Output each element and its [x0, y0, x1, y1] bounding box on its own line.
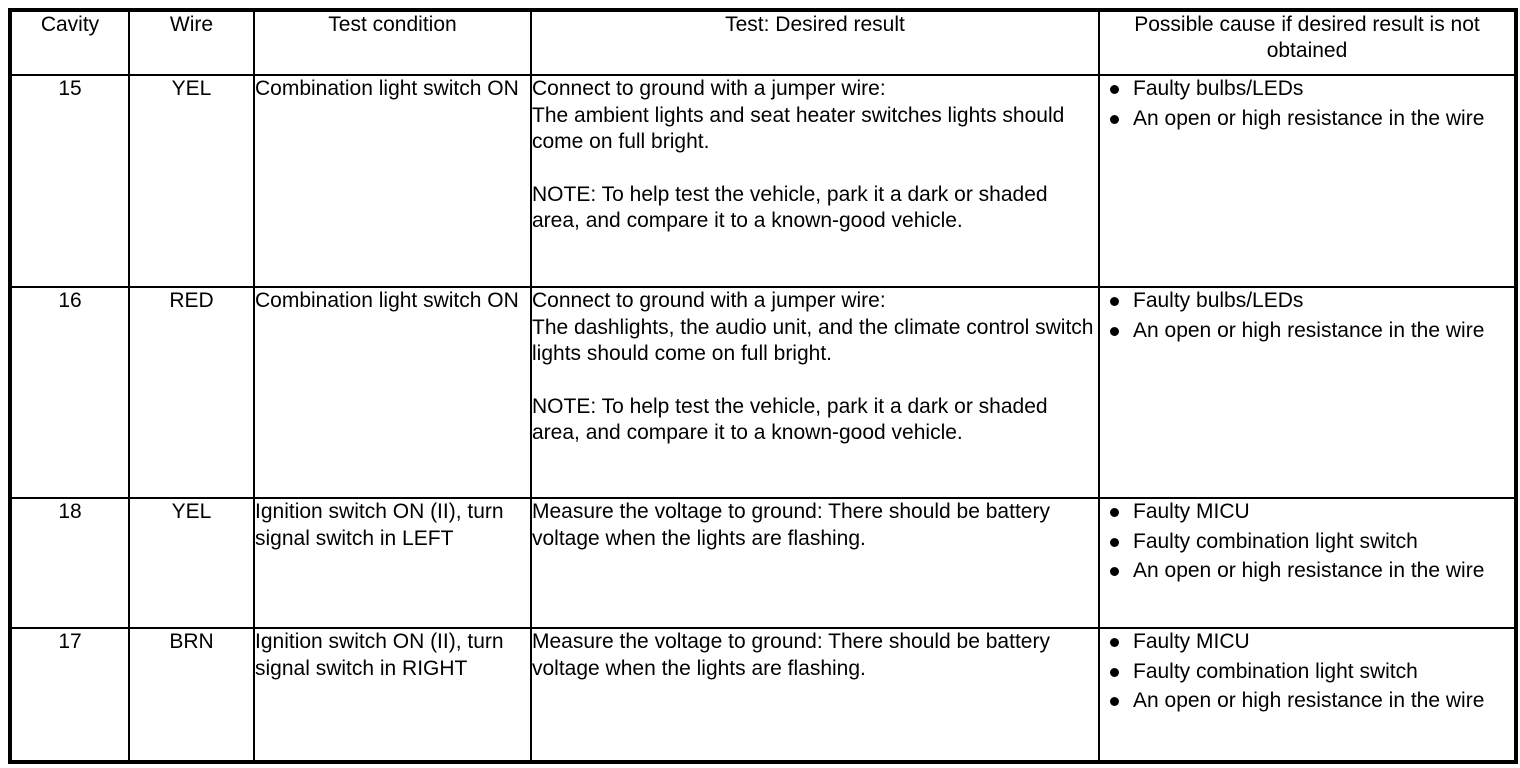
table-row: 17 BRN Ignition switch ON (II), turn sig… [9, 627, 1517, 763]
test-result-line-1: Measure the voltage to ground: There sho… [532, 500, 1050, 550]
list-item-label: Faulty MICU [1133, 630, 1250, 653]
list-item: An open or high resistance in the wire [1100, 318, 1514, 345]
bullet-icon [1110, 697, 1119, 706]
cell-test-desired-result: Connect to ground with a jumper wire: Th… [530, 286, 1100, 499]
paragraph-spacer [532, 156, 1098, 182]
cause-list: Faulty MICU Faulty combination light swi… [1100, 629, 1514, 715]
list-item: Faulty combination light switch [1100, 529, 1514, 556]
test-result-note: NOTE: To help test the vehicle, park it … [532, 394, 1048, 445]
cause-list: Faulty bulbs/LEDs An open or high resist… [1100, 288, 1514, 344]
bullet-icon [1110, 114, 1119, 124]
bullet-icon [1110, 537, 1119, 547]
column-header-wire: Wire [128, 9, 255, 76]
cell-wire: YEL [128, 74, 255, 288]
column-header-cavity: Cavity [9, 9, 130, 76]
cell-cavity: 17 [9, 627, 130, 763]
test-result-line-2: The dashlights, the audio unit, and the … [532, 315, 1094, 366]
cell-test-desired-result: Connect to ground with a jumper wire: Th… [530, 74, 1100, 288]
list-item: An open or high resistance in the wire [1100, 688, 1514, 715]
cause-list: Faulty bulbs/LEDs An open or high resist… [1100, 76, 1514, 132]
list-item: Faulty MICU [1100, 499, 1514, 526]
cell-test-condition: Combination light switch ON [253, 286, 532, 499]
table-header: Cavity Wire Test condition Test: Desired… [9, 9, 1517, 76]
test-result-line-1: Measure the voltage to ground: There sho… [532, 630, 1050, 680]
bullet-icon [1110, 297, 1119, 306]
table-row: 16 RED Combination light switch ON Conne… [9, 286, 1517, 499]
column-header-test-condition: Test condition [253, 9, 532, 76]
bullet-icon [1110, 508, 1119, 517]
list-item: An open or high resistance in the wire [1100, 558, 1514, 585]
list-item-label: An open or high resistance in the wire [1133, 689, 1485, 712]
column-header-possible-cause: Possible cause if desired result is not … [1098, 9, 1517, 76]
list-item-label: Faulty MICU [1133, 500, 1250, 523]
list-item: Faulty bulbs/LEDs [1100, 76, 1514, 103]
cell-cavity: 15 [9, 74, 130, 288]
cell-possible-cause: Faulty MICU Faulty combination light swi… [1098, 627, 1517, 763]
cell-wire: YEL [128, 497, 255, 629]
header-row: Cavity Wire Test condition Test: Desired… [9, 9, 1517, 76]
cell-test-condition: Ignition switch ON (II), turn signal swi… [253, 497, 532, 629]
list-item: Faulty bulbs/LEDs [1100, 288, 1514, 315]
list-item-label: Faulty combination light switch [1133, 529, 1418, 553]
bullet-icon [1110, 326, 1119, 336]
list-item-label: An open or high resistance in the wire [1133, 106, 1485, 130]
test-result-line-1: Connect to ground with a jumper wire: [532, 289, 886, 312]
cause-list: Faulty MICU Faulty combination light swi… [1100, 499, 1514, 585]
cell-cavity: 16 [9, 286, 130, 499]
paragraph-spacer [532, 368, 1098, 394]
cell-test-condition: Ignition switch ON (II), turn signal swi… [253, 627, 532, 763]
cell-test-condition: Combination light switch ON [253, 74, 532, 288]
column-header-test-desired-result: Test: Desired result [530, 9, 1100, 76]
cell-test-desired-result: Measure the voltage to ground: There sho… [530, 497, 1100, 629]
list-item-label: Faulty bulbs/LEDs [1133, 77, 1304, 100]
test-result-line-1: Connect to ground with a jumper wire: [532, 77, 886, 100]
list-item: Faulty MICU [1100, 629, 1514, 656]
cell-wire: BRN [128, 627, 255, 763]
list-item-label: An open or high resistance in the wire [1133, 559, 1485, 582]
cell-wire: RED [128, 286, 255, 499]
bullet-icon [1110, 567, 1119, 576]
list-item-label: Faulty combination light switch [1133, 659, 1418, 683]
cell-cavity: 18 [9, 497, 130, 629]
list-item: An open or high resistance in the wire [1100, 106, 1514, 133]
list-item-label: An open or high resistance in the wire [1133, 318, 1485, 342]
table-row: 15 YEL Combination light switch ON Conne… [9, 74, 1517, 288]
test-result-line-2: The ambient lights and seat heater switc… [532, 103, 1065, 154]
bullet-icon [1110, 85, 1119, 94]
cell-possible-cause: Faulty MICU Faulty combination light swi… [1098, 497, 1517, 629]
cell-possible-cause: Faulty bulbs/LEDs An open or high resist… [1098, 74, 1517, 288]
bullet-icon [1110, 638, 1119, 647]
cell-possible-cause: Faulty bulbs/LEDs An open or high resist… [1098, 286, 1517, 499]
list-item: Faulty combination light switch [1100, 659, 1514, 686]
table-body: 15 YEL Combination light switch ON Conne… [9, 74, 1517, 763]
list-item-label: Faulty bulbs/LEDs [1133, 289, 1304, 312]
circuit-test-table: Cavity Wire Test condition Test: Desired… [8, 8, 1518, 764]
cell-test-desired-result: Measure the voltage to ground: There sho… [530, 627, 1100, 763]
table-row: 18 YEL Ignition switch ON (II), turn sig… [9, 497, 1517, 629]
test-result-note: NOTE: To help test the vehicle, park it … [532, 182, 1048, 233]
bullet-icon [1110, 667, 1119, 677]
